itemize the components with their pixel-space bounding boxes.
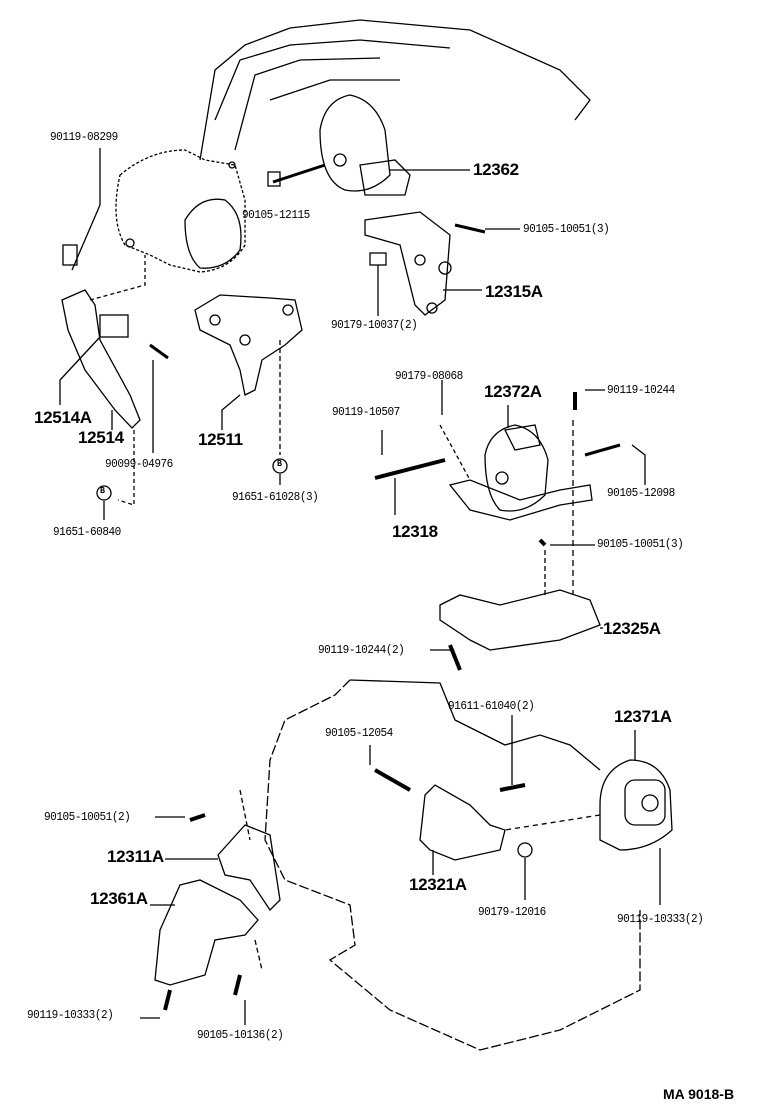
fastener-label: 90105-12098 [607, 486, 675, 500]
bracket-12511 [194, 294, 303, 485]
part-label-12514A: 12514A [34, 408, 92, 427]
fastener-label: 90119-10507 [332, 405, 400, 419]
fastener-label: 90105-10051(2) [44, 810, 131, 824]
mount-12362 [267, 94, 470, 196]
fastener-label: 90105-10051(3) [597, 537, 684, 551]
part-label-12514: 12514 [78, 428, 124, 447]
part-label-12371A: 12371A [614, 707, 672, 726]
fastener-label: 90179-10037(2) [331, 318, 418, 332]
part-label-12325A: 12325A [603, 619, 661, 638]
part-label-12511: 12511 [198, 430, 243, 449]
fastener-label: 90105-10136(2) [197, 1028, 284, 1042]
diagram-code: MA 9018-B [663, 1086, 735, 1102]
fastener-label: 91651-60840 [53, 525, 121, 539]
part-label-12361A: 12361A [90, 889, 148, 908]
marker-b: B [100, 486, 105, 496]
engine-outline [199, 19, 591, 161]
fastener-label: 90105-12054 [325, 726, 393, 740]
fastener-label: 90119-10333(2) [617, 912, 704, 926]
fastener-label: 90179-12016 [478, 905, 546, 919]
fastener-label: 91611-61040(2) [448, 699, 535, 713]
bracket-12321A [369, 715, 533, 900]
part-label-12362: 12362 [473, 160, 519, 179]
marker-b: B [277, 459, 282, 469]
fastener-label: 90105-12115 [242, 208, 310, 222]
mount-12372A [374, 380, 646, 595]
plate-12325A [430, 538, 603, 671]
fastener-label: 90119-08299 [50, 130, 118, 144]
bracket-12315A [364, 211, 520, 316]
part-label-12372A: 12372A [484, 382, 542, 401]
fastener-label: 91651-61028(3) [232, 490, 319, 504]
fastener-label: 90119-10333(2) [27, 1008, 114, 1022]
mount-12371A [504, 730, 673, 905]
alternator [115, 149, 246, 273]
part-label-12321A: 12321A [409, 875, 467, 894]
bracket-12514 [59, 148, 169, 520]
fastener-label: 90119-10244(2) [318, 643, 405, 657]
fastener-label: 90099-04976 [105, 457, 173, 471]
part-label-12311A: 12311A [107, 847, 164, 866]
fastener-label: 90105-10051(3) [523, 222, 610, 236]
transaxle-outline [264, 679, 641, 1051]
part-label-12315A: 12315A [485, 282, 543, 301]
part-label-12318: 12318 [392, 522, 438, 541]
brackets-12311A-12361A [140, 789, 281, 1025]
fastener-label: 90179-08068 [395, 369, 463, 383]
fastener-label: 90119-10244 [607, 383, 675, 397]
